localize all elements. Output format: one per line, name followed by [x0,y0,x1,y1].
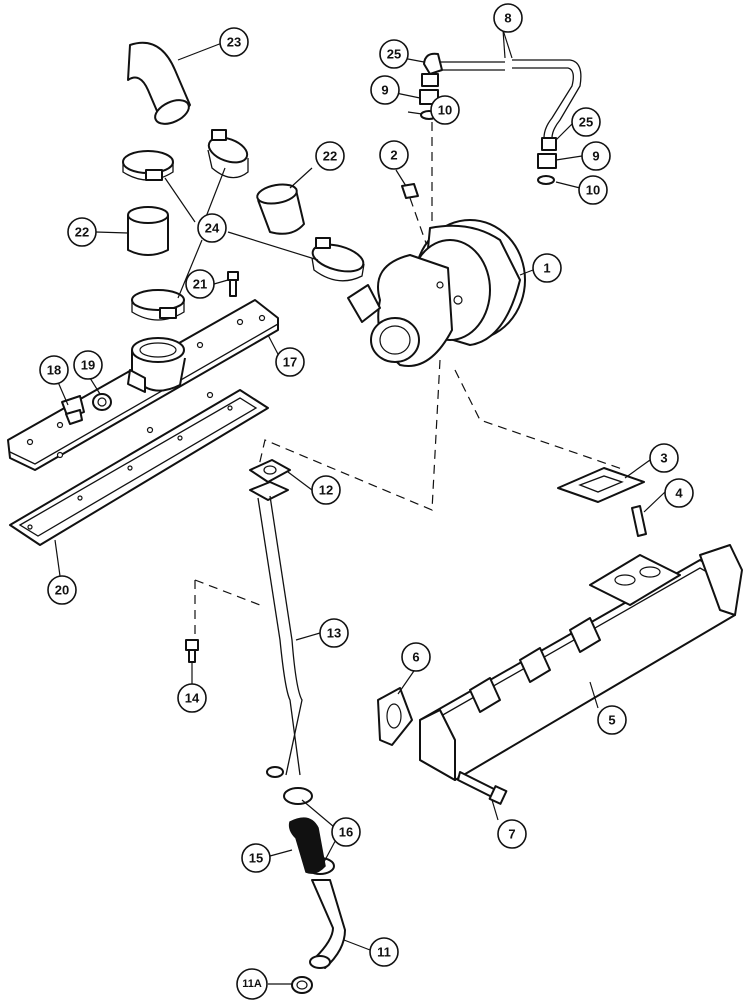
callout-24: 24 [197,213,227,243]
svg-text:22: 22 [75,225,89,240]
callout-2: 2 [379,140,409,170]
callout-labels: 23 22 24 22 21 17 18 19 20 1 2 8 25 9 10… [39,3,694,1000]
svg-text:18: 18 [47,363,61,378]
callout-5: 5 [597,705,627,735]
svg-text:4: 4 [675,486,683,501]
callout-1: 1 [532,253,562,283]
svg-text:15: 15 [249,851,263,866]
fittings-lower-part [537,137,557,185]
callout-11a: 11A [236,968,268,1000]
svg-text:23: 23 [227,35,241,50]
svg-text:9: 9 [381,83,388,98]
rubber-hose-part [288,817,326,874]
callout-16: 16 [331,817,361,847]
small-fitting-part [401,183,419,199]
svg-text:25: 25 [579,115,593,130]
svg-text:22: 22 [323,149,337,164]
callout-9-upper: 9 [370,75,400,105]
callout-25-lower: 25 [571,107,601,137]
hose-sleeve-right-part [256,183,305,235]
callout-22-left: 22 [67,217,97,247]
svg-text:8: 8 [504,11,511,26]
svg-text:11: 11 [377,945,391,960]
pipe-gasket-part [249,459,291,483]
callout-12: 12 [311,475,341,505]
svg-text:6: 6 [412,650,419,665]
washer-part [92,393,112,411]
callout-10-upper: 10 [430,95,460,125]
svg-text:10: 10 [586,183,600,198]
svg-text:14: 14 [185,691,200,706]
svg-text:13: 13 [327,626,341,641]
svg-text:2: 2 [390,148,397,163]
svg-text:10: 10 [438,103,452,118]
alignment-lines [194,122,626,645]
manifold-bolt-part [457,771,508,805]
fittings-upper-part [419,73,439,120]
callout-14: 14 [177,683,207,713]
svg-text:25: 25 [387,47,401,62]
pipe-bolt-part [185,639,199,663]
callout-15: 15 [241,843,271,873]
gasket-part [9,389,269,546]
flange-gasket-small-part [377,687,413,746]
callout-19: 19 [73,350,103,380]
callout-10-lower: 10 [578,175,608,205]
callout-13: 13 [319,618,349,648]
callout-3: 3 [649,443,679,473]
callout-8: 8 [493,3,523,33]
callout-25-upper: 25 [379,39,409,69]
svg-text:17: 17 [283,355,297,370]
svg-text:7: 7 [508,827,515,842]
hose-clamps-part [122,129,365,321]
svg-text:12: 12 [319,483,333,498]
svg-text:5: 5 [608,713,615,728]
callout-6: 6 [401,642,431,672]
flange-gasket-part [557,467,645,503]
callout-4: 4 [664,478,694,508]
small-bolt-part [227,271,239,297]
svg-text:3: 3 [660,451,667,466]
oil-line-part [423,52,582,139]
cover-plate-part [7,299,279,471]
drain-pipe-part [249,481,303,778]
stud-part [631,505,647,537]
turbocharger-part [347,219,526,367]
hose-sleeve-left-part [127,206,169,256]
o-ring-part [291,976,313,994]
callout-21: 21 [185,269,215,299]
callout-7: 7 [497,819,527,849]
callout-18: 18 [39,355,69,385]
callout-17: 17 [275,347,305,377]
svg-text:24: 24 [205,221,220,236]
svg-text:19: 19 [81,358,95,373]
plug-part [61,395,85,425]
callout-9-lower: 9 [581,141,611,171]
svg-text:16: 16 [339,825,353,840]
exhaust-manifold-part [419,544,743,781]
svg-text:1: 1 [543,261,550,276]
callout-22-right: 22 [315,141,345,171]
svg-text:9: 9 [592,149,599,164]
callout-23: 23 [219,27,249,57]
svg-text:21: 21 [193,277,207,292]
callout-20: 20 [47,575,77,605]
drain-tube-part [309,879,346,969]
svg-text:20: 20 [55,583,69,598]
svg-text:11A: 11A [242,978,262,990]
elbow-hose-part [127,41,191,125]
callout-11: 11 [369,937,399,967]
